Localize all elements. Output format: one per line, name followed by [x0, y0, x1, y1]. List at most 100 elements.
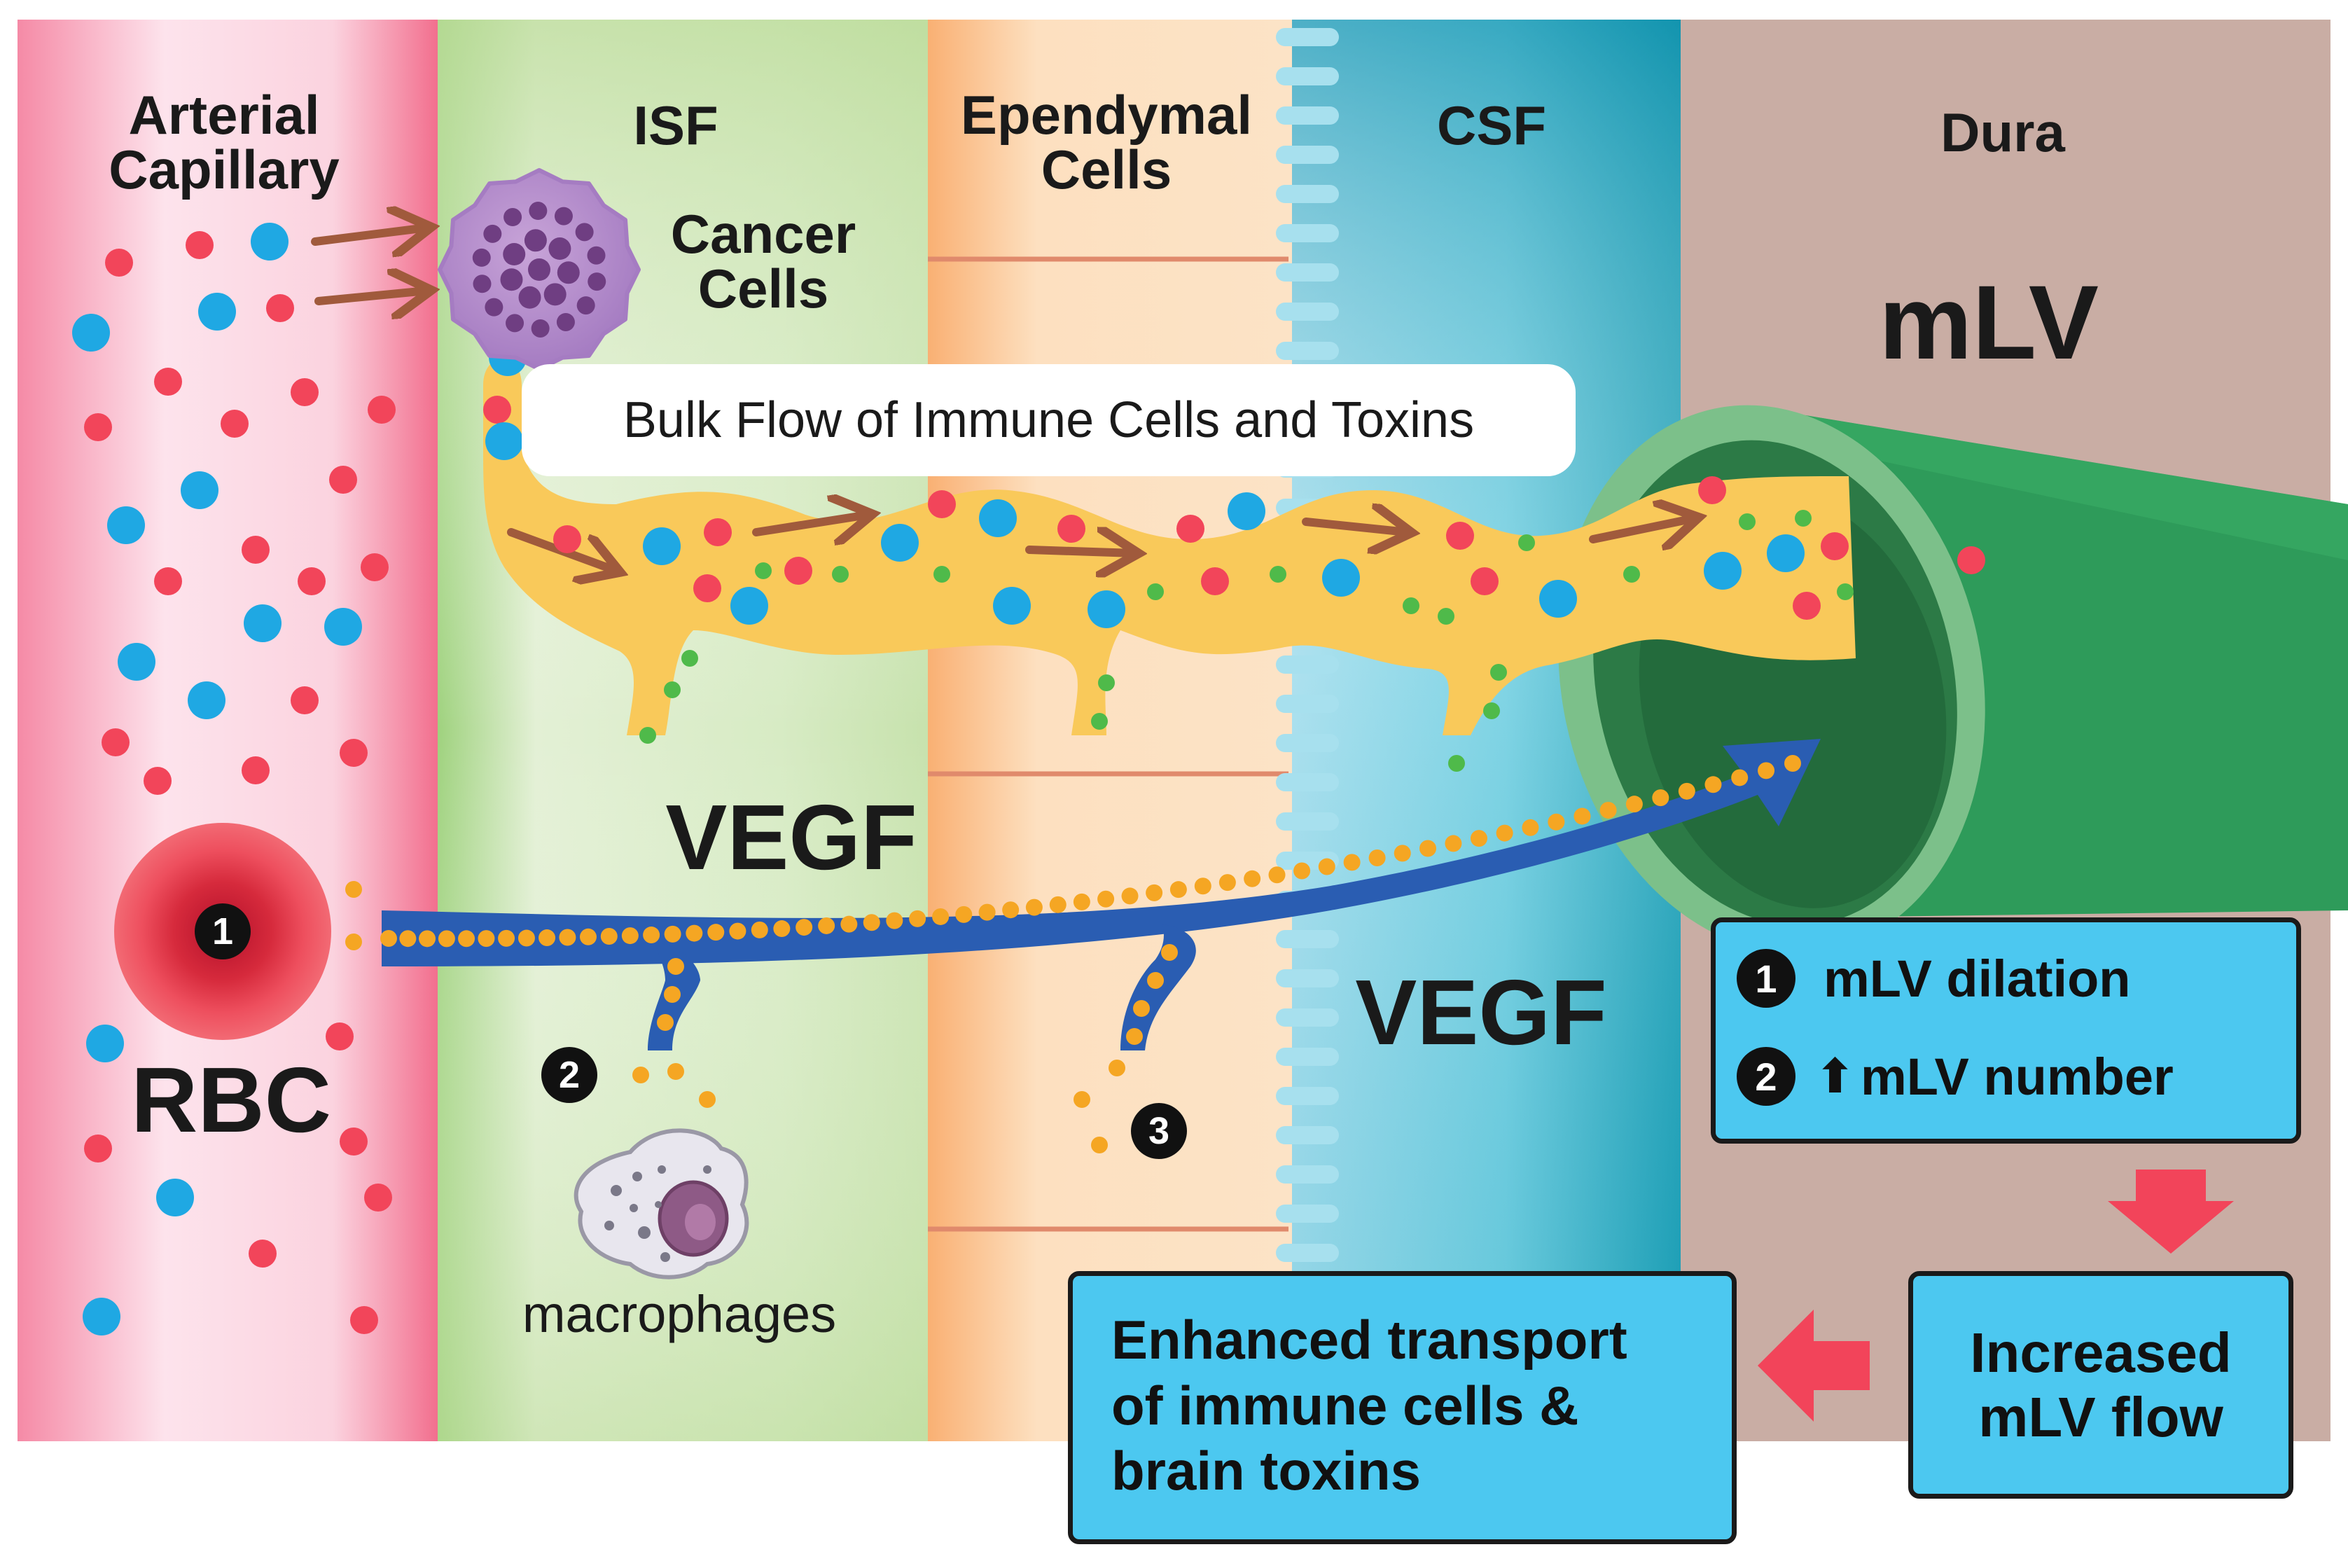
cilium — [1276, 106, 1339, 125]
vegf-particle — [686, 924, 703, 942]
blue-particle — [86, 1025, 124, 1062]
vegf-particles — [345, 755, 1801, 1153]
red-particle — [1201, 567, 1229, 595]
effect-number-1: 1 — [1737, 949, 1795, 1008]
blue-particle — [251, 223, 289, 261]
blue-particle — [1704, 552, 1742, 590]
green-particle — [1518, 534, 1535, 551]
cancer-cell-nucleus — [518, 286, 541, 309]
cancer-cell-icon — [438, 168, 641, 371]
cancer-cell-nucleus — [575, 223, 594, 242]
vegf-particle — [886, 912, 903, 929]
vegf-particle — [1126, 1028, 1143, 1045]
blue-particle — [1539, 580, 1577, 618]
vegf-particle — [1678, 782, 1695, 800]
vegf-particle — [1445, 835, 1462, 852]
vegf-particle — [1758, 762, 1775, 779]
vegf-particle — [1133, 1000, 1150, 1017]
red-particle — [1698, 476, 1726, 504]
vegf-particle — [955, 906, 973, 923]
red-particle — [1471, 567, 1499, 595]
vegf-particle — [1470, 830, 1487, 847]
vegf-particle — [458, 930, 475, 948]
green-particle — [832, 566, 849, 583]
cilium — [1276, 1008, 1339, 1027]
down-arrow-icon — [2108, 1170, 2234, 1254]
vegf-particle — [1574, 807, 1591, 825]
red-particle — [242, 756, 270, 784]
red-particle — [368, 396, 396, 424]
blue-particle — [156, 1179, 194, 1216]
vegf-particle — [419, 930, 436, 948]
cancer-cell-nucleus — [557, 261, 580, 284]
vegf-particle — [498, 929, 515, 947]
vegf-particle — [818, 917, 835, 934]
cilium — [1276, 812, 1339, 831]
vegf-particle — [1704, 776, 1722, 793]
cancer-cell-nucleus — [588, 272, 606, 291]
red-particle — [186, 231, 214, 259]
left-arrow-icon — [1758, 1310, 1870, 1422]
blue-particle — [118, 643, 155, 681]
vegf-particle — [621, 927, 639, 945]
vegf-particle — [1147, 972, 1164, 989]
bulk-flow-label: Bulk Flow of Immune Cells and Toxins — [522, 364, 1576, 476]
right-arrow-icon — [314, 291, 427, 301]
vegf-particle — [664, 925, 681, 943]
blue-particle — [324, 608, 362, 646]
green-particle — [1147, 583, 1164, 600]
vegf-particle — [1368, 849, 1386, 866]
red-particle — [329, 466, 357, 494]
cancer-cell-nucleus — [543, 283, 567, 306]
bulk-flow-stream — [483, 359, 1856, 735]
cilium — [1276, 1048, 1339, 1066]
cancer-cell-nucleus — [506, 314, 525, 333]
red-particle — [1446, 522, 1474, 550]
red-particle — [1957, 546, 1985, 574]
ependymal-lines — [928, 256, 1288, 1232]
red-particle — [291, 686, 319, 714]
vegf-particle — [1522, 819, 1539, 836]
red-particle — [266, 294, 294, 322]
blue-particle — [1767, 534, 1805, 572]
red-particle — [84, 1135, 112, 1163]
macrophage-icon — [574, 1128, 749, 1279]
vegf-particle — [664, 986, 681, 1003]
cilium — [1276, 1087, 1339, 1105]
vegf-particle — [380, 930, 397, 947]
vegf-particle — [729, 922, 746, 940]
vegf-particle — [667, 958, 684, 975]
cilium — [1276, 303, 1339, 321]
rbc-label: RBC — [131, 1048, 331, 1151]
blue-particle — [1228, 492, 1265, 530]
blue-particle — [72, 314, 110, 352]
cilium — [1276, 695, 1339, 713]
cilium — [1276, 263, 1339, 282]
vegf-particle — [478, 930, 495, 948]
cancer-cell-nucleus — [473, 275, 492, 293]
vegf-particle — [1161, 944, 1178, 961]
vegf-particle — [559, 929, 576, 946]
vegf-particle — [539, 929, 556, 947]
vegf-label-bottom: VEGF — [1355, 961, 1607, 1064]
vegf-particle — [1548, 813, 1565, 831]
red-particle — [105, 249, 133, 277]
vegf-particle — [345, 934, 362, 950]
cancer-cell-nucleus — [529, 202, 548, 221]
blue-particle — [993, 587, 1031, 625]
red-particle — [928, 490, 956, 518]
cancer-cell-nucleus — [485, 298, 503, 317]
dura-label: Dura — [1940, 102, 2065, 163]
red-particle — [291, 378, 319, 406]
ependymal-cells-label: Ependymal Cells — [960, 84, 1253, 200]
ependymal-band — [928, 20, 1292, 1441]
cancer-cell-nucleus — [503, 243, 526, 266]
cancer-cell-nucleus — [554, 207, 573, 226]
cilium — [1276, 1244, 1339, 1262]
red-particle — [84, 413, 112, 441]
red-particle — [704, 518, 732, 546]
cancer-cell-nucleus — [548, 237, 571, 261]
green-particle — [1837, 583, 1854, 600]
vegf-particle — [796, 919, 813, 936]
red-particle — [350, 1306, 378, 1334]
